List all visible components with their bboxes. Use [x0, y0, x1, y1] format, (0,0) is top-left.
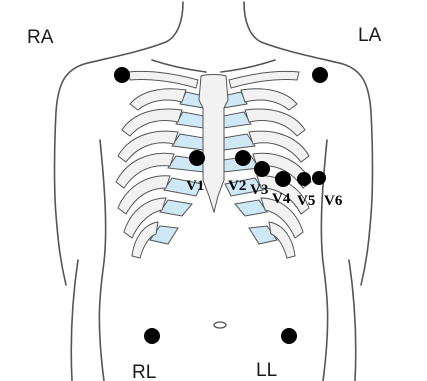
rib-cage	[116, 71, 311, 258]
electrode-ll	[281, 328, 297, 344]
label-v5: V5	[297, 193, 315, 209]
electrode-ra	[114, 67, 130, 83]
electrode-v4	[275, 171, 291, 187]
label-ra: RA	[27, 27, 54, 48]
label-v3: V3	[250, 182, 268, 198]
electrode-v1	[189, 150, 205, 166]
label-v2: V2	[228, 178, 246, 194]
electrode-v5	[297, 172, 311, 186]
electrode-la	[312, 67, 328, 83]
label-v4: V4	[272, 191, 291, 207]
electrode-v2	[235, 150, 251, 166]
label-la: LA	[358, 25, 382, 46]
electrode-v6	[312, 171, 326, 185]
electrode-rl	[144, 328, 160, 344]
navel	[214, 322, 226, 328]
label-v6: V6	[324, 193, 343, 209]
label-v1: V1	[186, 178, 204, 194]
label-rl: RL	[132, 362, 156, 381]
electrode-v3	[254, 161, 270, 177]
label-ll: LL	[256, 360, 277, 381]
